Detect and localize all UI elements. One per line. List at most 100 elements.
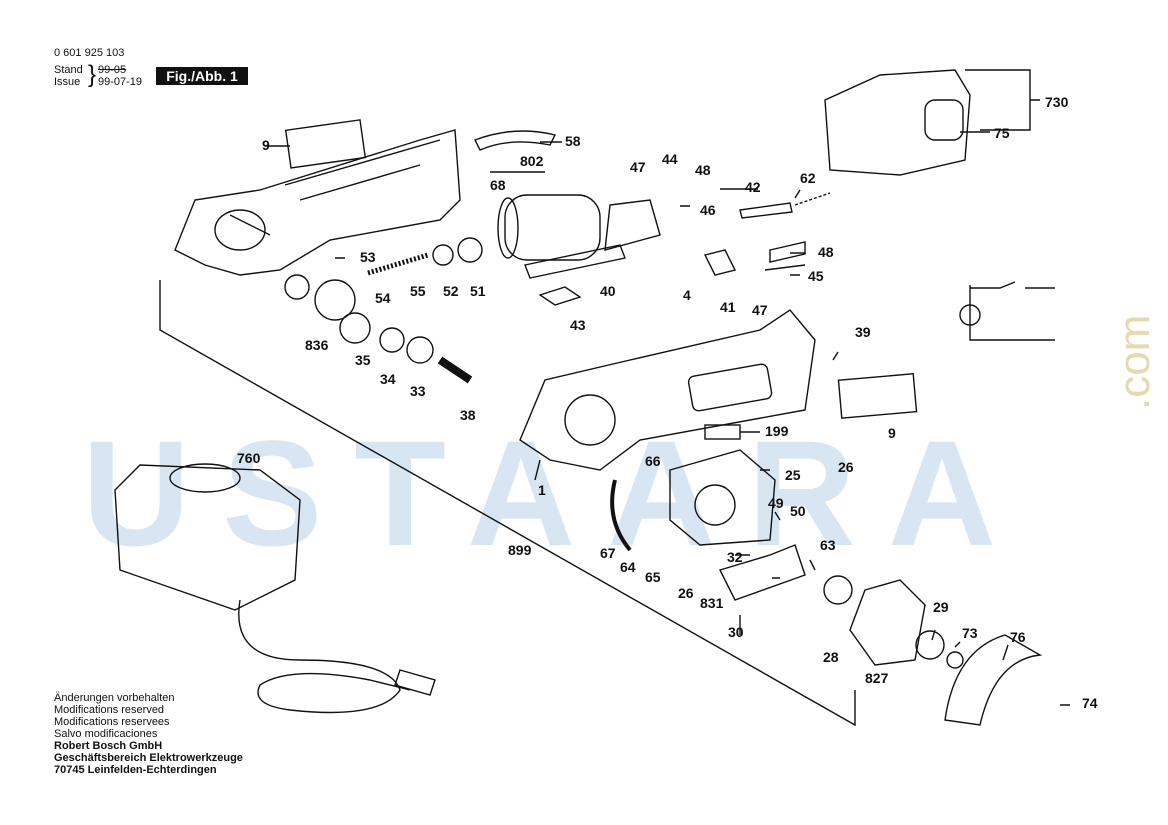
part-number-51: 51 bbox=[470, 283, 486, 299]
fan-51 bbox=[457, 237, 483, 263]
part-number-43: 43 bbox=[570, 317, 586, 333]
issue-date: 99-07-19 bbox=[98, 76, 143, 88]
part-43 bbox=[538, 286, 582, 306]
switch-40 bbox=[604, 199, 661, 251]
part-number-55: 55 bbox=[410, 283, 426, 299]
part-number-47: 47 bbox=[752, 302, 768, 318]
footer-line: Modifications reservees bbox=[54, 716, 170, 728]
label-9b-shape bbox=[837, 373, 918, 419]
part-number-39: 39 bbox=[855, 324, 871, 340]
part-number-1: 1 bbox=[538, 482, 546, 498]
motor-symbol bbox=[959, 304, 981, 326]
part-number-730: 730 bbox=[1045, 94, 1069, 110]
brace-icon: } bbox=[88, 61, 97, 88]
bearing-52 bbox=[432, 244, 454, 266]
part-number-32: 32 bbox=[727, 549, 743, 565]
washer-28 bbox=[823, 575, 853, 605]
footer-line: Modifications reserved bbox=[54, 704, 165, 716]
plug bbox=[394, 669, 436, 696]
part-number-9: 9 bbox=[888, 425, 896, 441]
part-number-33: 33 bbox=[410, 383, 426, 399]
part-number-760: 760 bbox=[237, 450, 261, 466]
part-number-67: 67 bbox=[600, 545, 616, 561]
part-number-42: 42 bbox=[745, 179, 761, 195]
spindle-38 bbox=[437, 356, 473, 384]
watermark: USTAARA bbox=[82, 409, 1029, 577]
part-836-a bbox=[284, 274, 310, 300]
part-number-62: 62 bbox=[800, 170, 816, 186]
part-number-73: 73 bbox=[962, 625, 978, 641]
housing-half-shape bbox=[174, 129, 461, 276]
issue-label: Issue bbox=[54, 76, 81, 88]
company-name: Robert Bosch GmbH bbox=[54, 740, 163, 752]
part-number-4: 4 bbox=[683, 287, 691, 303]
part-number-64: 64 bbox=[620, 559, 636, 575]
part-41 bbox=[703, 249, 737, 276]
worm-55 bbox=[367, 252, 429, 276]
old-date: 99-05 bbox=[98, 64, 127, 76]
part-number-899: 899 bbox=[508, 542, 532, 558]
housing-window bbox=[687, 363, 773, 412]
guard-25 bbox=[669, 449, 776, 546]
part-number-831: 831 bbox=[700, 595, 724, 611]
spring-64 bbox=[610, 479, 632, 552]
part-number-40: 40 bbox=[600, 283, 616, 299]
group-bracket-899 bbox=[159, 280, 856, 727]
motor-schematic bbox=[969, 281, 1055, 341]
bracket-730 bbox=[965, 69, 1031, 131]
part-number-26: 26 bbox=[838, 459, 854, 475]
part-48-b bbox=[769, 241, 806, 263]
battery-cap bbox=[924, 99, 964, 141]
company-address: 70745 Leinfelden-Echterdingen bbox=[54, 764, 217, 776]
guard-hole bbox=[694, 484, 736, 526]
washer-29 bbox=[915, 630, 945, 660]
gear-836 bbox=[314, 279, 356, 321]
part-number-29: 29 bbox=[933, 599, 949, 615]
motor-end bbox=[497, 197, 519, 259]
part-number-49: 49 bbox=[768, 495, 784, 511]
pin-45 bbox=[764, 264, 806, 271]
part-number-58: 58 bbox=[565, 133, 581, 149]
part-number-34: 34 bbox=[380, 371, 396, 387]
part-number-44: 44 bbox=[662, 151, 678, 167]
part-number-66: 66 bbox=[645, 453, 661, 469]
part-number-52: 52 bbox=[443, 283, 459, 299]
charger-socket bbox=[169, 463, 241, 493]
part-number-199: 199 bbox=[765, 423, 789, 439]
footer-block: Änderungen vorbehalten Modifications res… bbox=[54, 692, 243, 776]
part-number-48: 48 bbox=[818, 244, 834, 260]
footer-line: Salvo modificaciones bbox=[54, 728, 158, 740]
lever-30 bbox=[719, 544, 806, 601]
part-number-48: 48 bbox=[695, 162, 711, 178]
ring-34 bbox=[379, 327, 405, 353]
part-number-75: 75 bbox=[994, 125, 1010, 141]
spring-62 bbox=[794, 192, 831, 206]
gear-35 bbox=[339, 312, 371, 344]
guard-76 bbox=[944, 634, 1043, 726]
leader-lines bbox=[265, 99, 1070, 706]
part-number-28: 28 bbox=[823, 649, 839, 665]
part-number-25: 25 bbox=[785, 467, 801, 483]
strap-58 bbox=[474, 130, 557, 151]
part-number-47: 47 bbox=[630, 159, 646, 175]
part-number-836: 836 bbox=[305, 337, 329, 353]
label-9-shape bbox=[284, 119, 367, 169]
charger-760 bbox=[114, 464, 301, 611]
stand-label: Stand bbox=[54, 64, 83, 76]
figure-tag: Fig./Abb. 1 bbox=[156, 67, 248, 85]
part-number-46: 46 bbox=[700, 202, 716, 218]
part-number-76: 76 bbox=[1010, 629, 1026, 645]
blade-827 bbox=[849, 579, 926, 666]
footer-line: Änderungen vorbehalten bbox=[54, 692, 175, 704]
part-number-50: 50 bbox=[790, 503, 806, 519]
part-number-30: 30 bbox=[728, 624, 744, 640]
part-number-54: 54 bbox=[375, 290, 391, 306]
main-housing-1 bbox=[519, 309, 816, 471]
plate-42 bbox=[739, 202, 793, 219]
part-number-53: 53 bbox=[360, 249, 376, 265]
part-number-827: 827 bbox=[865, 670, 889, 686]
part-number-41: 41 bbox=[720, 299, 736, 315]
part-number-74: 74 bbox=[1082, 695, 1098, 711]
housing-opening bbox=[564, 394, 616, 446]
